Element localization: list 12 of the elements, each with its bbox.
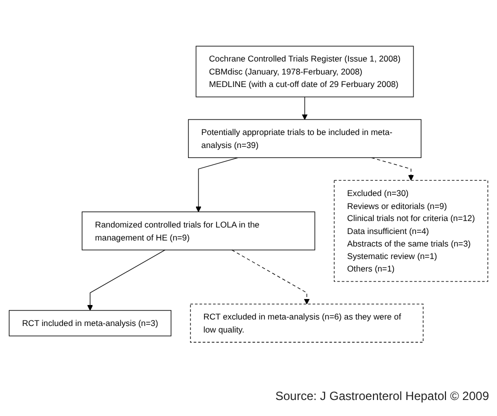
arrow — [371, 157, 414, 180]
arrow — [232, 249, 310, 304]
node-box: Randomized controlled trials for LOLA in the management of HE (n=9) — [82, 211, 316, 250]
node-box: Cochrane Controlled Trials Register (Issue 1, 2008) CBMdisc (January, 1978-Ferbuary, 2008) MEDLINE (with a cut-off date of 29 Ferbuary 2008) — [196, 46, 414, 98]
node-box: Potentially appropriate trials to be included in meta-analysis (n=39) — [188, 119, 422, 158]
arrow — [302, 96, 308, 120]
arrow — [196, 157, 238, 212]
node-box: RCT excluded in meta-analysis (n=6) as they were of low quality. — [190, 304, 424, 342]
node-box: Excluded (n=30) Reviews or editorials (n=9) Clinical trials not for criteria (n=12) Data insufficient (n=4) Abstracts of the same trials (n=3) Systematic review (n=1) Others (n=1) — [334, 180, 488, 282]
node-box: RCT included in meta-analysis (n=3) — [8, 310, 172, 336]
source-note: Source: J Gastroenterol Hepatol © 2009 — [274, 389, 489, 403]
arrow — [87, 249, 166, 310]
